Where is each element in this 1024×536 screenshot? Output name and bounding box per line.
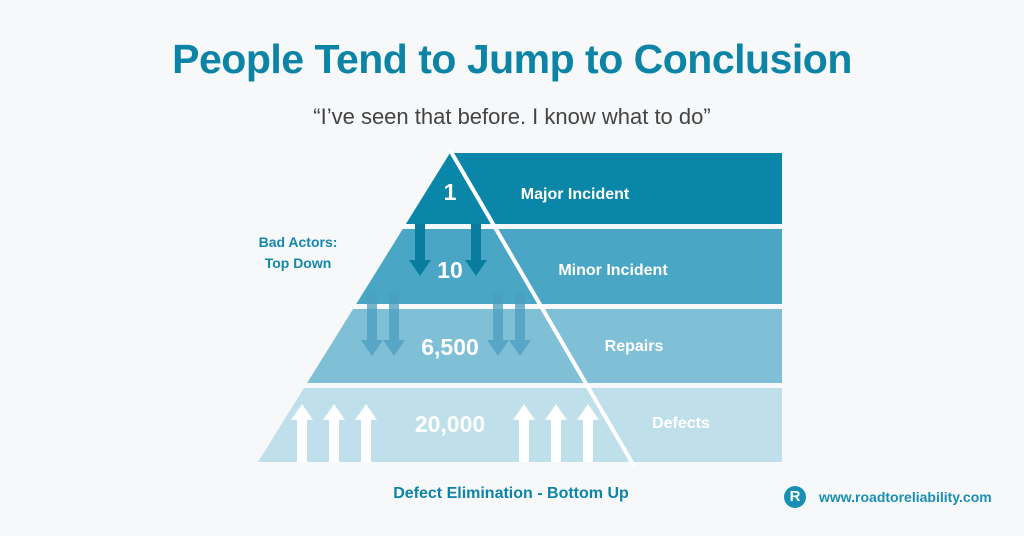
- arrow-down-icon: [383, 293, 405, 356]
- level-label: Major Incident: [521, 186, 630, 203]
- arrow-up-icon: [323, 404, 345, 462]
- website-link[interactable]: www.roadtoreliability.com: [819, 489, 992, 505]
- level-count: 10: [437, 257, 463, 283]
- page-title: People Tend to Jump to Conclusion: [172, 36, 852, 82]
- divider-line: [448, 148, 636, 468]
- level-label: Minor Incident: [558, 262, 668, 279]
- bottom-label: Defect Elimination - Bottom Up: [393, 485, 629, 502]
- arrow-up-icon: [291, 404, 313, 462]
- logo-icon: R: [784, 486, 806, 508]
- quote: “I’ve seen that before. I know what to d…: [313, 104, 711, 129]
- arrow-up-icon: [355, 404, 377, 462]
- level-label: Defects: [652, 415, 710, 432]
- arrow-up-icon: [545, 404, 567, 462]
- arrow-up-icon: [577, 404, 599, 462]
- arrow-down-icon: [409, 224, 431, 276]
- level-texts: 1 Major Incident 10 Minor Incident 6,500 Repa…: [415, 179, 710, 437]
- level-count: 20,000: [415, 411, 485, 437]
- side-label-line2: Top Down: [264, 255, 332, 271]
- arrows-group: [291, 224, 599, 462]
- level-count: 1: [444, 179, 457, 205]
- side-label: Bad Actors: Top Down: [240, 232, 356, 274]
- level-count: 6,500: [421, 334, 479, 360]
- side-label-line1: Bad Actors:: [258, 234, 338, 250]
- arrow-up-icon: [513, 404, 535, 462]
- arrow-down-icon: [361, 293, 383, 356]
- level-label: Repairs: [605, 338, 664, 355]
- arrow-down-icon: [465, 224, 487, 276]
- arrow-down-icon: [487, 293, 509, 356]
- arrow-down-icon: [509, 293, 531, 356]
